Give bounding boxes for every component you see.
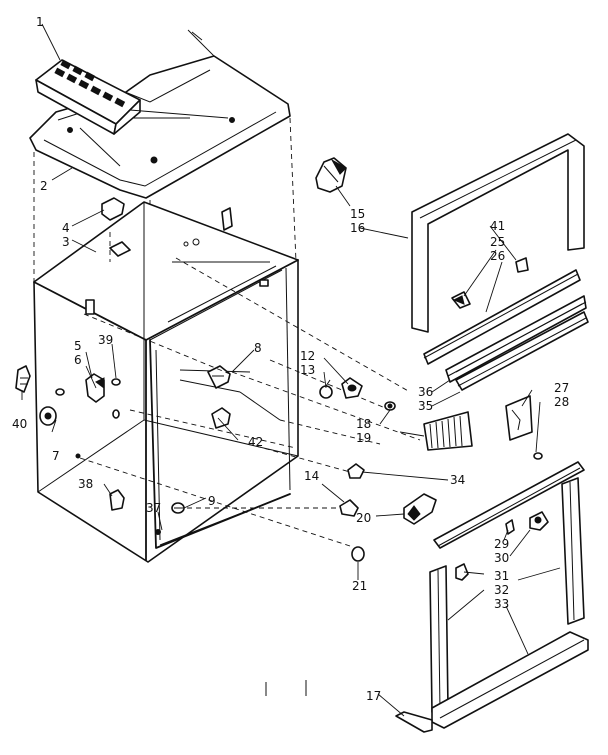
door-frame-lower bbox=[265, 461, 589, 733]
callout-label: 37 bbox=[146, 501, 161, 515]
callout-label: 28 bbox=[554, 395, 569, 409]
callout-label: 41 bbox=[490, 219, 505, 233]
callout-label: 5 bbox=[74, 339, 82, 353]
door-frame-top bbox=[411, 133, 585, 333]
trim-rails bbox=[423, 257, 589, 391]
callout-label: 34 bbox=[450, 473, 465, 487]
callout-label: 39 bbox=[98, 333, 113, 347]
callout-label: 4 bbox=[62, 221, 70, 235]
assembly-lines bbox=[33, 117, 421, 547]
vent-grille bbox=[423, 411, 473, 451]
callout-label: 16 bbox=[350, 221, 365, 235]
callout-label: 25 bbox=[490, 235, 505, 249]
callout-label: 9 bbox=[208, 494, 216, 508]
callout-label: 3 bbox=[62, 235, 70, 249]
callout-label: 26 bbox=[490, 249, 505, 263]
callout-labels: 1 2 3 4 5 6 7 8 9 12 13 14 15 16 17 18 1… bbox=[12, 15, 569, 703]
callout-label: 6 bbox=[74, 353, 82, 367]
leader-lines bbox=[21, 23, 561, 717]
callout-label: 38 bbox=[78, 477, 93, 491]
top-cover-plate bbox=[29, 29, 291, 199]
callout-label: 42 bbox=[248, 435, 263, 449]
lamp-parts bbox=[319, 377, 396, 411]
callout-label: 27 bbox=[554, 381, 569, 395]
callout-label: 33 bbox=[494, 597, 509, 611]
callout-label: 12 bbox=[300, 349, 315, 363]
control-panel-part bbox=[35, 59, 141, 135]
callout-label: 21 bbox=[352, 579, 367, 593]
callout-label: 32 bbox=[494, 583, 509, 597]
callout-label: 30 bbox=[494, 551, 509, 565]
callout-label: 18 bbox=[356, 417, 371, 431]
callout-label: 8 bbox=[254, 341, 262, 355]
callout-label: 29 bbox=[494, 537, 509, 551]
callout-label: 35 bbox=[418, 399, 433, 413]
small-parts-lower bbox=[339, 463, 437, 562]
callout-label: 1 bbox=[36, 15, 44, 29]
callout-label: 7 bbox=[52, 449, 60, 463]
callout-label: 40 bbox=[12, 417, 27, 431]
callout-label: 31 bbox=[494, 569, 509, 583]
callout-label: 2 bbox=[40, 179, 48, 193]
latch-bracket bbox=[505, 395, 543, 460]
callout-label: 19 bbox=[356, 431, 371, 445]
cabinet-hardware bbox=[15, 197, 231, 514]
callout-label: 36 bbox=[418, 385, 433, 399]
callout-label: 13 bbox=[300, 363, 315, 377]
callout-label: 15 bbox=[350, 207, 365, 221]
callout-label: 17 bbox=[366, 689, 381, 703]
cabinet-body bbox=[33, 201, 299, 563]
callout-label: 20 bbox=[356, 511, 371, 525]
callout-label: 14 bbox=[304, 469, 319, 483]
knob-part bbox=[315, 157, 347, 193]
